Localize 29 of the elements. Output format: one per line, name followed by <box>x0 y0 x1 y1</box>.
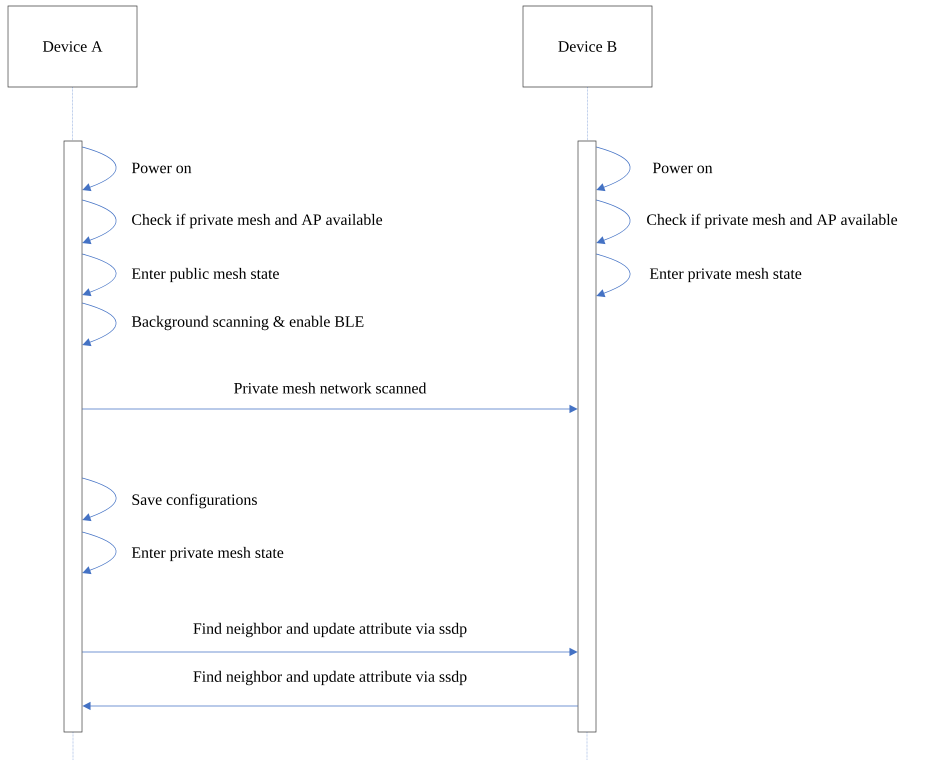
self-arrow <box>82 532 116 574</box>
self-arrow <box>82 478 116 522</box>
lifeline <box>587 87 588 141</box>
lifeline <box>72 87 73 141</box>
self-arrow <box>82 200 116 244</box>
self-arrow <box>82 254 116 296</box>
message-label: Private mesh network scanned <box>232 381 428 395</box>
self-arrow <box>596 146 630 192</box>
message-label: Background scanning & enable BLE <box>130 314 366 332</box>
activation-bar <box>64 140 82 732</box>
self-arrow <box>82 146 116 192</box>
message-label: Save configurations <box>130 492 259 510</box>
message-label: Enter public mesh state <box>130 266 281 284</box>
lifeline <box>72 732 74 760</box>
self-arrow <box>596 200 630 244</box>
message-label: Find neighbor and update attribute via ssdp <box>192 622 468 638</box>
participant-box: Device B <box>522 6 652 88</box>
self-arrow <box>596 254 630 298</box>
message-label: Check if private mesh and AP available <box>645 212 899 230</box>
self-arrow <box>82 302 116 346</box>
lifeline <box>586 732 588 760</box>
message-label: Find neighbor and update attribute via ssdp <box>192 670 468 686</box>
message-label: Enter private mesh state <box>648 266 803 284</box>
message-label: Check if private mesh and AP available <box>130 212 384 230</box>
participant-box: Device A <box>8 6 138 88</box>
message-label: Power on <box>651 162 714 174</box>
activation-bar <box>578 140 596 732</box>
message-label: Power on <box>130 162 193 174</box>
message-label: Enter private mesh state <box>130 546 285 562</box>
